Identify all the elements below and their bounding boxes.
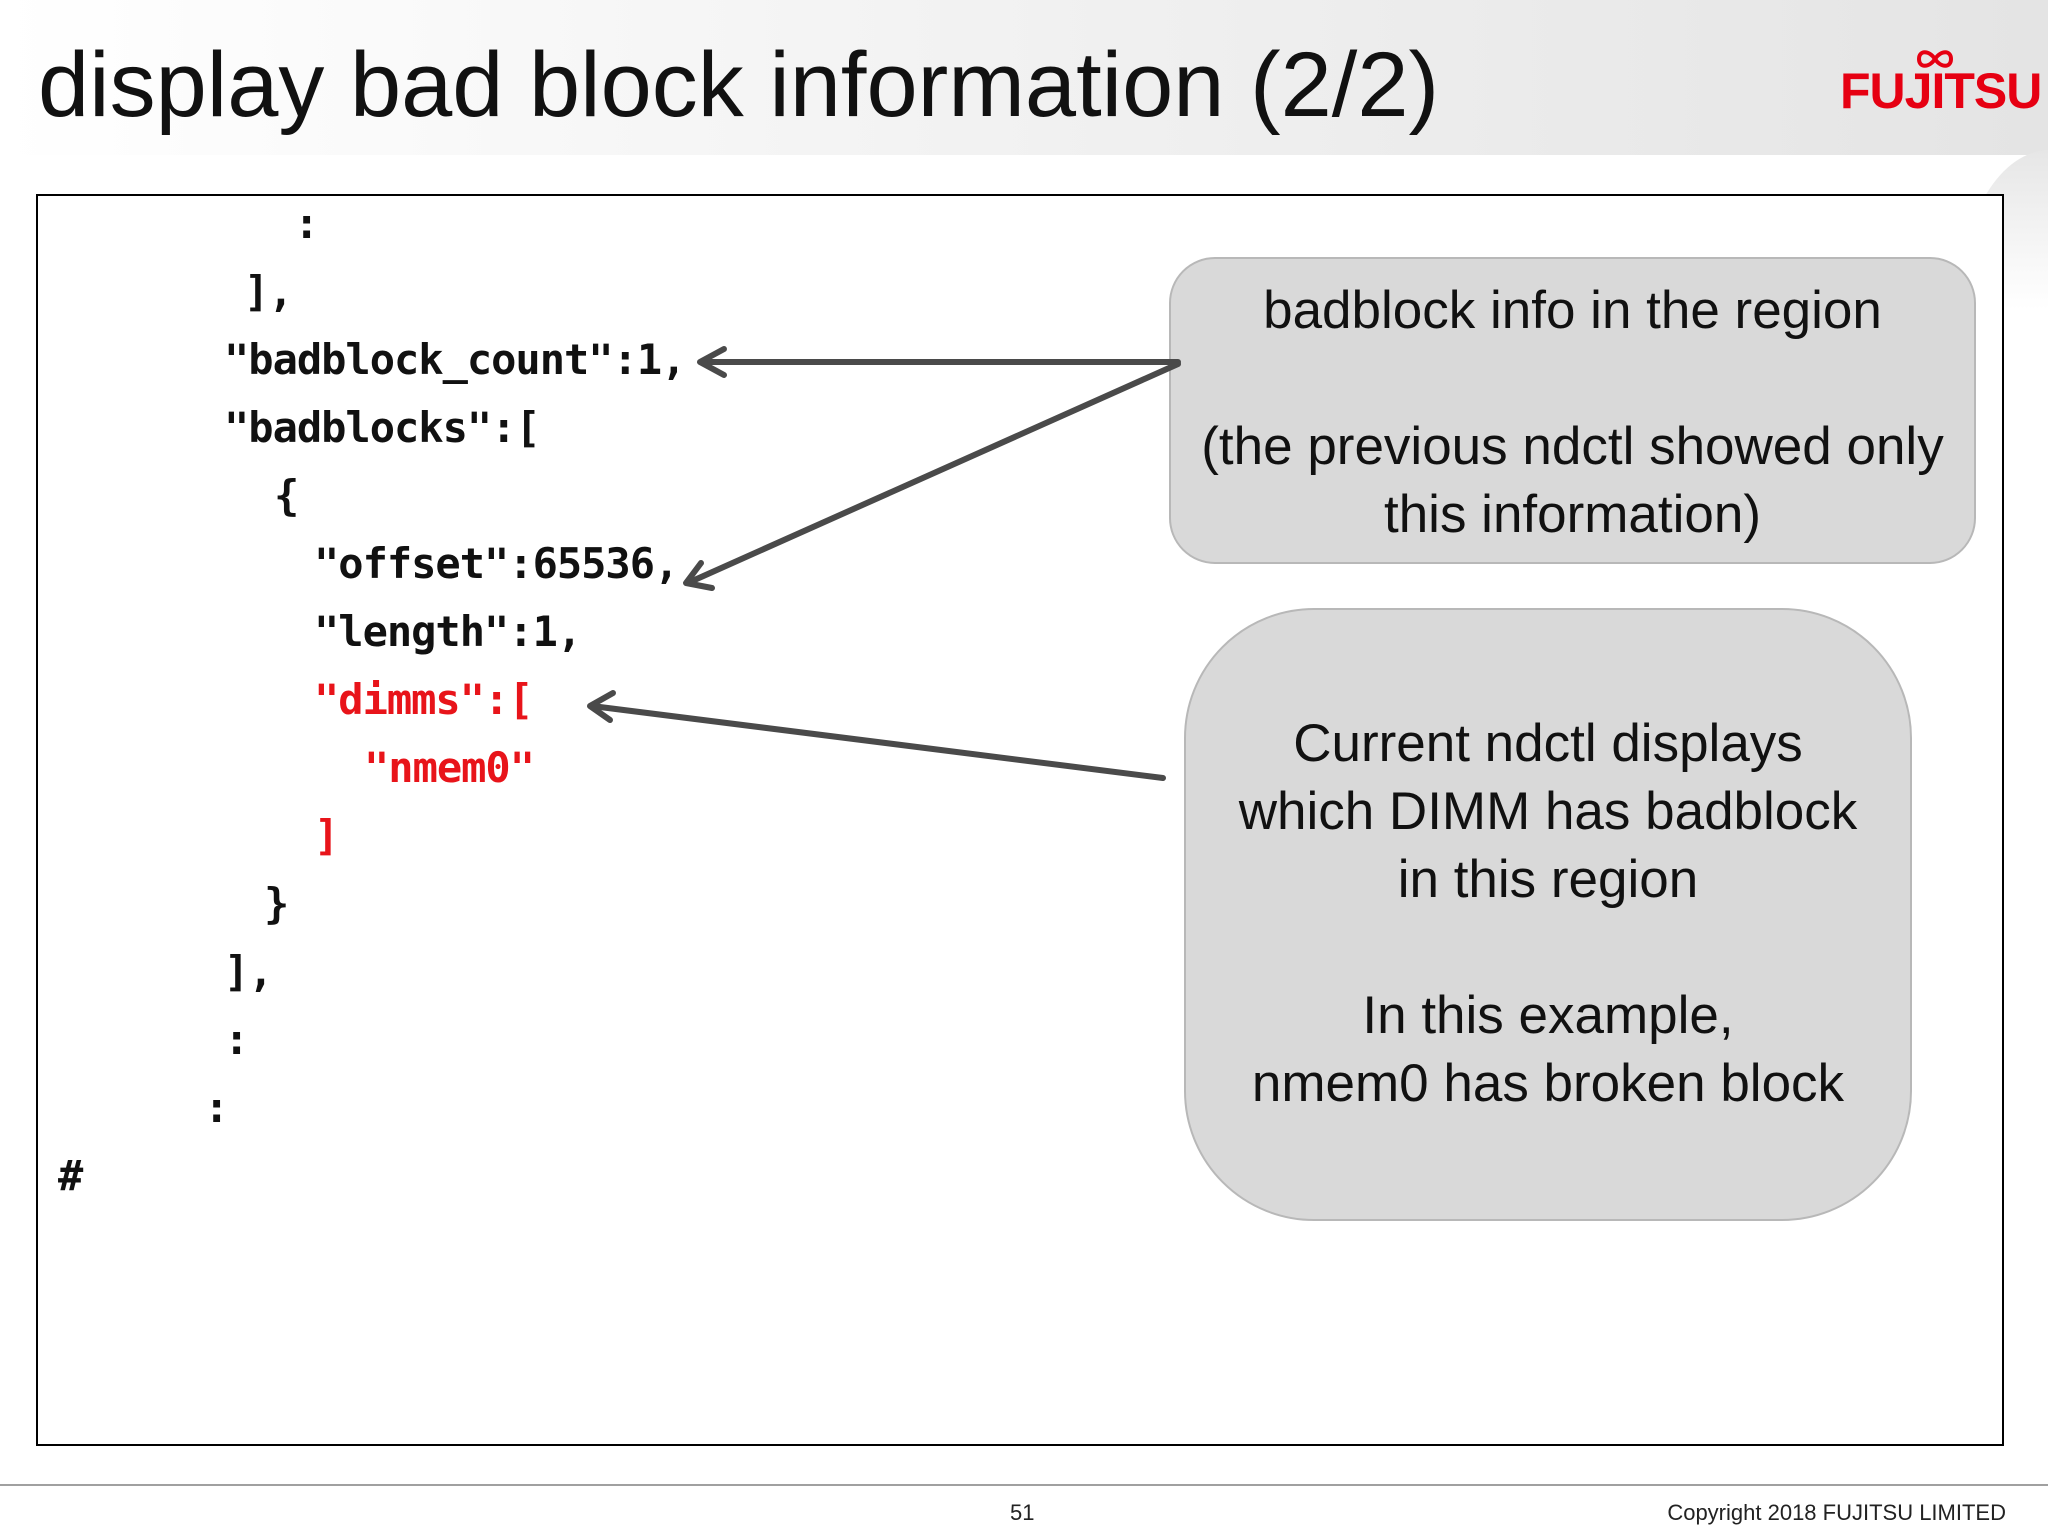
- infinity-icon: [1916, 50, 1954, 68]
- callout-2-line-2: which DIMM has badblock: [1238, 782, 1858, 841]
- code-line-ellipsis-middle: :: [224, 1015, 249, 1064]
- footer-rule: [0, 1484, 2048, 1486]
- code-line-ellipsis-top: :: [294, 199, 319, 248]
- logo-wordmark: FUJITSU: [1840, 63, 2042, 119]
- callout-1-line-3: this information): [1383, 485, 1762, 544]
- callout-1-line-1: badblock info in the region: [1263, 281, 1882, 340]
- copyright-notice: Copyright 2018 FUJITSU LIMITED: [1667, 1500, 2006, 1525]
- callout-region-badblock-info: badblock info in the region (the previou…: [1169, 257, 1976, 564]
- callout-2-line-4: In this example,: [1362, 986, 1734, 1045]
- callout-dimm-info: Current ndctl displays which DIMM has ba…: [1184, 608, 1912, 1221]
- code-line-badblocks-close: ],: [224, 947, 274, 996]
- code-line-badblocks: "badblocks":[: [224, 403, 541, 452]
- code-line-nmem0: "nmem0": [364, 743, 535, 792]
- callout-2-line-1: Current ndctl displays: [1293, 714, 1803, 773]
- fujitsu-logo: FUJITSU: [1840, 48, 2042, 138]
- code-line-ellipsis-bottom: :: [204, 1083, 229, 1132]
- callout-2-line-5: nmem0 has broken block: [1251, 1054, 1845, 1113]
- code-line-object-open: {: [274, 471, 299, 520]
- page-number: 51: [1010, 1500, 1035, 1525]
- code-line-badblock-count: "badblock_count":1,: [224, 335, 686, 384]
- callout-1-line-2: (the previous ndctl showed only: [1201, 417, 1944, 476]
- code-line-dimms: "dimms":[: [314, 675, 534, 724]
- shell-prompt: #: [58, 1151, 83, 1200]
- code-line-offset: "offset":65536,: [314, 539, 679, 588]
- code-line-dimms-close: ]: [314, 811, 339, 860]
- slide-title: display bad block information (2/2): [38, 34, 1440, 136]
- callout-2-line-3: in this region: [1397, 850, 1699, 909]
- code-line-length: "length":1,: [314, 607, 582, 656]
- header-band: [0, 0, 2048, 155]
- code-line-array-close: ],: [244, 267, 294, 316]
- code-line-object-close: }: [264, 879, 289, 928]
